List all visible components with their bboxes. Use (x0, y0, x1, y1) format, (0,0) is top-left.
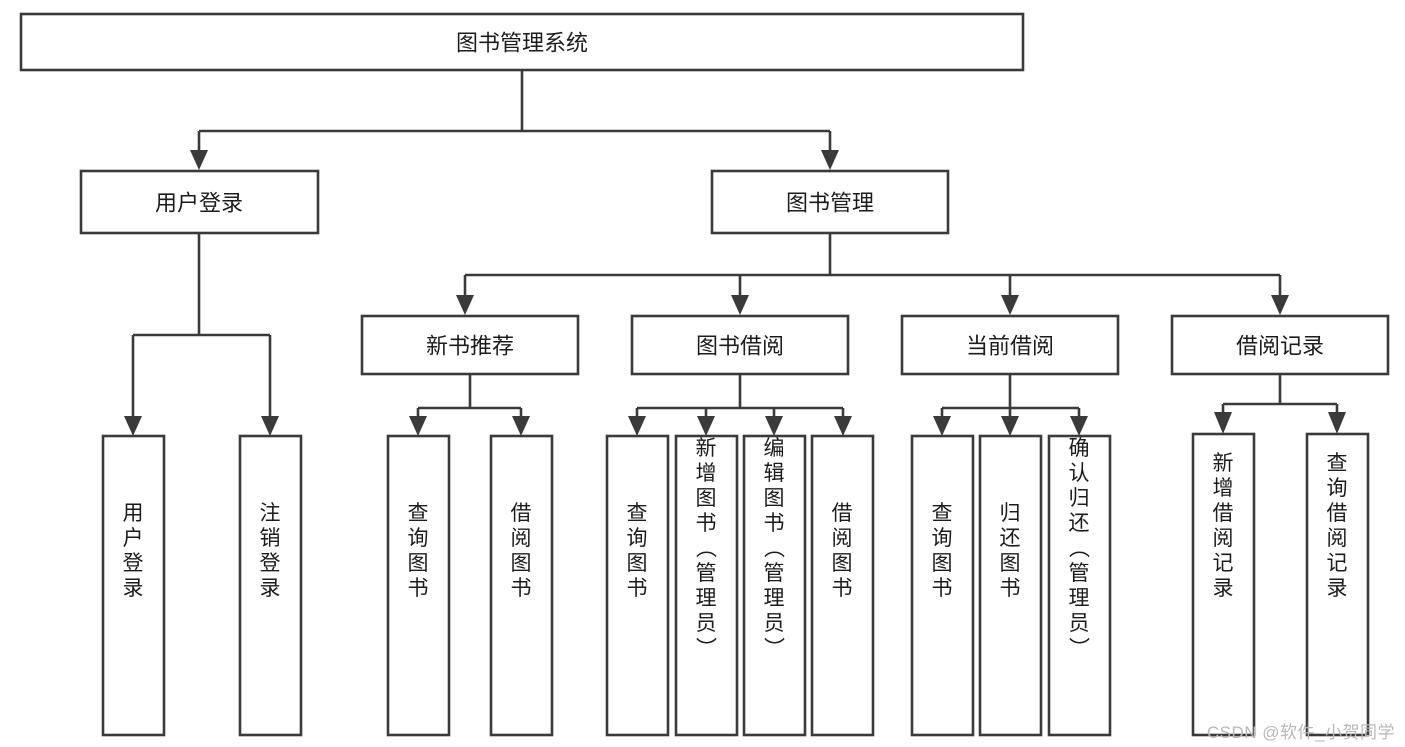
node-leaf-logout-login-box[interactable] (238, 434, 303, 737)
node-leaf-logout-login-label: 注销登录 (260, 502, 281, 600)
node-leaf-query-book-2[interactable]: 查询图书 (605, 434, 670, 737)
node-current-borrow[interactable]: 当前借阅 (900, 314, 1120, 376)
node-leaf-borrow-book-2[interactable]: 借阅图书 (810, 434, 875, 737)
node-leaf-borrow-book-1-box[interactable] (489, 434, 554, 737)
arrowhead-leaf-query-book-2 (628, 416, 646, 436)
arrowhead-borrow-record (1271, 295, 1289, 315)
node-current-borrow-label: 当前借阅 (966, 334, 1054, 359)
node-current-borrow-box[interactable] (900, 314, 1120, 376)
node-new-book-recommend-label: 新书推荐 (426, 334, 514, 359)
node-leaf-add-book-box[interactable] (674, 434, 739, 737)
node-leaf-query-book-2-label: 查询图书 (627, 502, 648, 600)
node-leaf-query-record-label: 查询借阅记录 (1327, 452, 1348, 600)
node-book-manage-label: 图书管理 (786, 191, 874, 216)
node-root-box[interactable] (19, 12, 1025, 72)
node-leaf-return-book-box[interactable] (978, 434, 1043, 737)
arrowhead-user-login (190, 150, 208, 170)
arrowhead-book-borrow (731, 295, 749, 315)
node-leaf-add-record[interactable]: 新增借阅记录 (1191, 432, 1256, 737)
node-leaf-query-book-1[interactable]: 查询图书 (386, 434, 451, 737)
node-borrow-record-label: 借阅记录 (1236, 334, 1324, 359)
arrowhead-leaf-query-book-3 (933, 416, 951, 436)
node-root[interactable]: 图书管理系统 (19, 12, 1025, 72)
node-book-manage[interactable]: 图书管理 (710, 169, 950, 235)
node-leaf-query-book-3[interactable]: 查询图书 (910, 434, 975, 737)
node-leaf-user-login-label: 用户登录 (123, 502, 144, 600)
node-borrow-record[interactable]: 借阅记录 (1170, 314, 1390, 376)
node-leaf-logout-login[interactable]: 注销登录 (238, 434, 303, 737)
node-borrow-record-box[interactable] (1170, 314, 1390, 376)
node-leaf-confirm-return-label: 确认归还（管理员） (1069, 437, 1091, 660)
node-user-login-label: 用户登录 (155, 191, 243, 216)
arrowhead-leaf-return-book (1001, 416, 1019, 436)
node-leaf-query-book-3-box[interactable] (910, 434, 975, 737)
node-leaf-confirm-return[interactable]: 确认归还（管理员） (1047, 434, 1112, 737)
node-leaf-query-record[interactable]: 查询借阅记录 (1305, 432, 1370, 737)
node-book-borrow-box[interactable] (630, 314, 850, 376)
node-book-manage-box[interactable] (710, 169, 950, 235)
arrowhead-current-borrow (1001, 295, 1019, 315)
node-leaf-borrow-book-1[interactable]: 借阅图书 (489, 434, 554, 737)
arrowhead-leaf-borrow-book-2 (834, 416, 852, 436)
arrowhead-leaf-query-book-1 (409, 416, 427, 436)
node-root-label: 图书管理系统 (456, 31, 588, 56)
arrowhead-new-book-recommend (456, 295, 474, 315)
node-leaf-borrow-book-2-label: 借阅图书 (832, 502, 853, 600)
node-leaf-confirm-return-box[interactable] (1047, 434, 1112, 737)
node-book-borrow[interactable]: 图书借阅 (630, 314, 850, 376)
node-new-book-recommend-box[interactable] (360, 314, 580, 376)
arrowhead-leaf-add-book (697, 416, 715, 436)
arrowhead-leaf-user-login (124, 416, 142, 436)
node-new-book-recommend[interactable]: 新书推荐 (360, 314, 580, 376)
node-leaf-user-login[interactable]: 用户登录 (101, 434, 166, 737)
node-book-borrow-label: 图书借阅 (696, 334, 784, 359)
node-leaf-query-record-box[interactable] (1305, 432, 1370, 737)
node-leaf-edit-book-label: 编辑图书（管理员） (764, 437, 786, 660)
arrowhead-leaf-edit-book (765, 416, 783, 436)
node-leaf-edit-book-box[interactable] (742, 434, 807, 737)
node-leaf-borrow-book-2-box[interactable] (810, 434, 875, 737)
node-user-login-box[interactable] (79, 169, 320, 235)
node-leaf-query-book-2-box[interactable] (605, 434, 670, 737)
node-leaf-query-book-3-label: 查询图书 (932, 502, 953, 600)
node-leaf-add-book[interactable]: 新增图书（管理员） (674, 434, 739, 737)
node-leaf-query-book-1-label: 查询图书 (408, 502, 429, 600)
node-leaf-borrow-book-1-label: 借阅图书 (511, 502, 532, 600)
node-user-login[interactable]: 用户登录 (79, 169, 320, 235)
node-leaf-user-login-box[interactable] (101, 434, 166, 737)
arrowhead-leaf-borrow-book-1 (512, 416, 530, 436)
connector-layer (124, 70, 1346, 436)
arrowhead-leaf-add-record (1214, 412, 1232, 434)
node-leaf-return-book[interactable]: 归还图书 (978, 434, 1043, 737)
node-leaf-add-record-box[interactable] (1191, 432, 1256, 737)
node-leaf-return-book-label: 归还图书 (1000, 502, 1021, 600)
node-leaf-edit-book[interactable]: 编辑图书（管理员） (742, 434, 807, 737)
csdn-watermark: CSDN @软件_小贺同学 (1206, 723, 1395, 742)
arrowhead-leaf-query-record (1328, 412, 1346, 434)
arrowhead-leaf-confirm-return (1070, 416, 1088, 436)
node-leaf-query-book-1-box[interactable] (386, 434, 451, 737)
arrowhead-leaf-logout-login (261, 416, 279, 436)
node-leaf-add-record-label: 新增借阅记录 (1213, 452, 1234, 600)
arrowhead-book-manage (821, 150, 839, 170)
node-leaf-add-book-label: 新增图书（管理员） (696, 437, 718, 660)
